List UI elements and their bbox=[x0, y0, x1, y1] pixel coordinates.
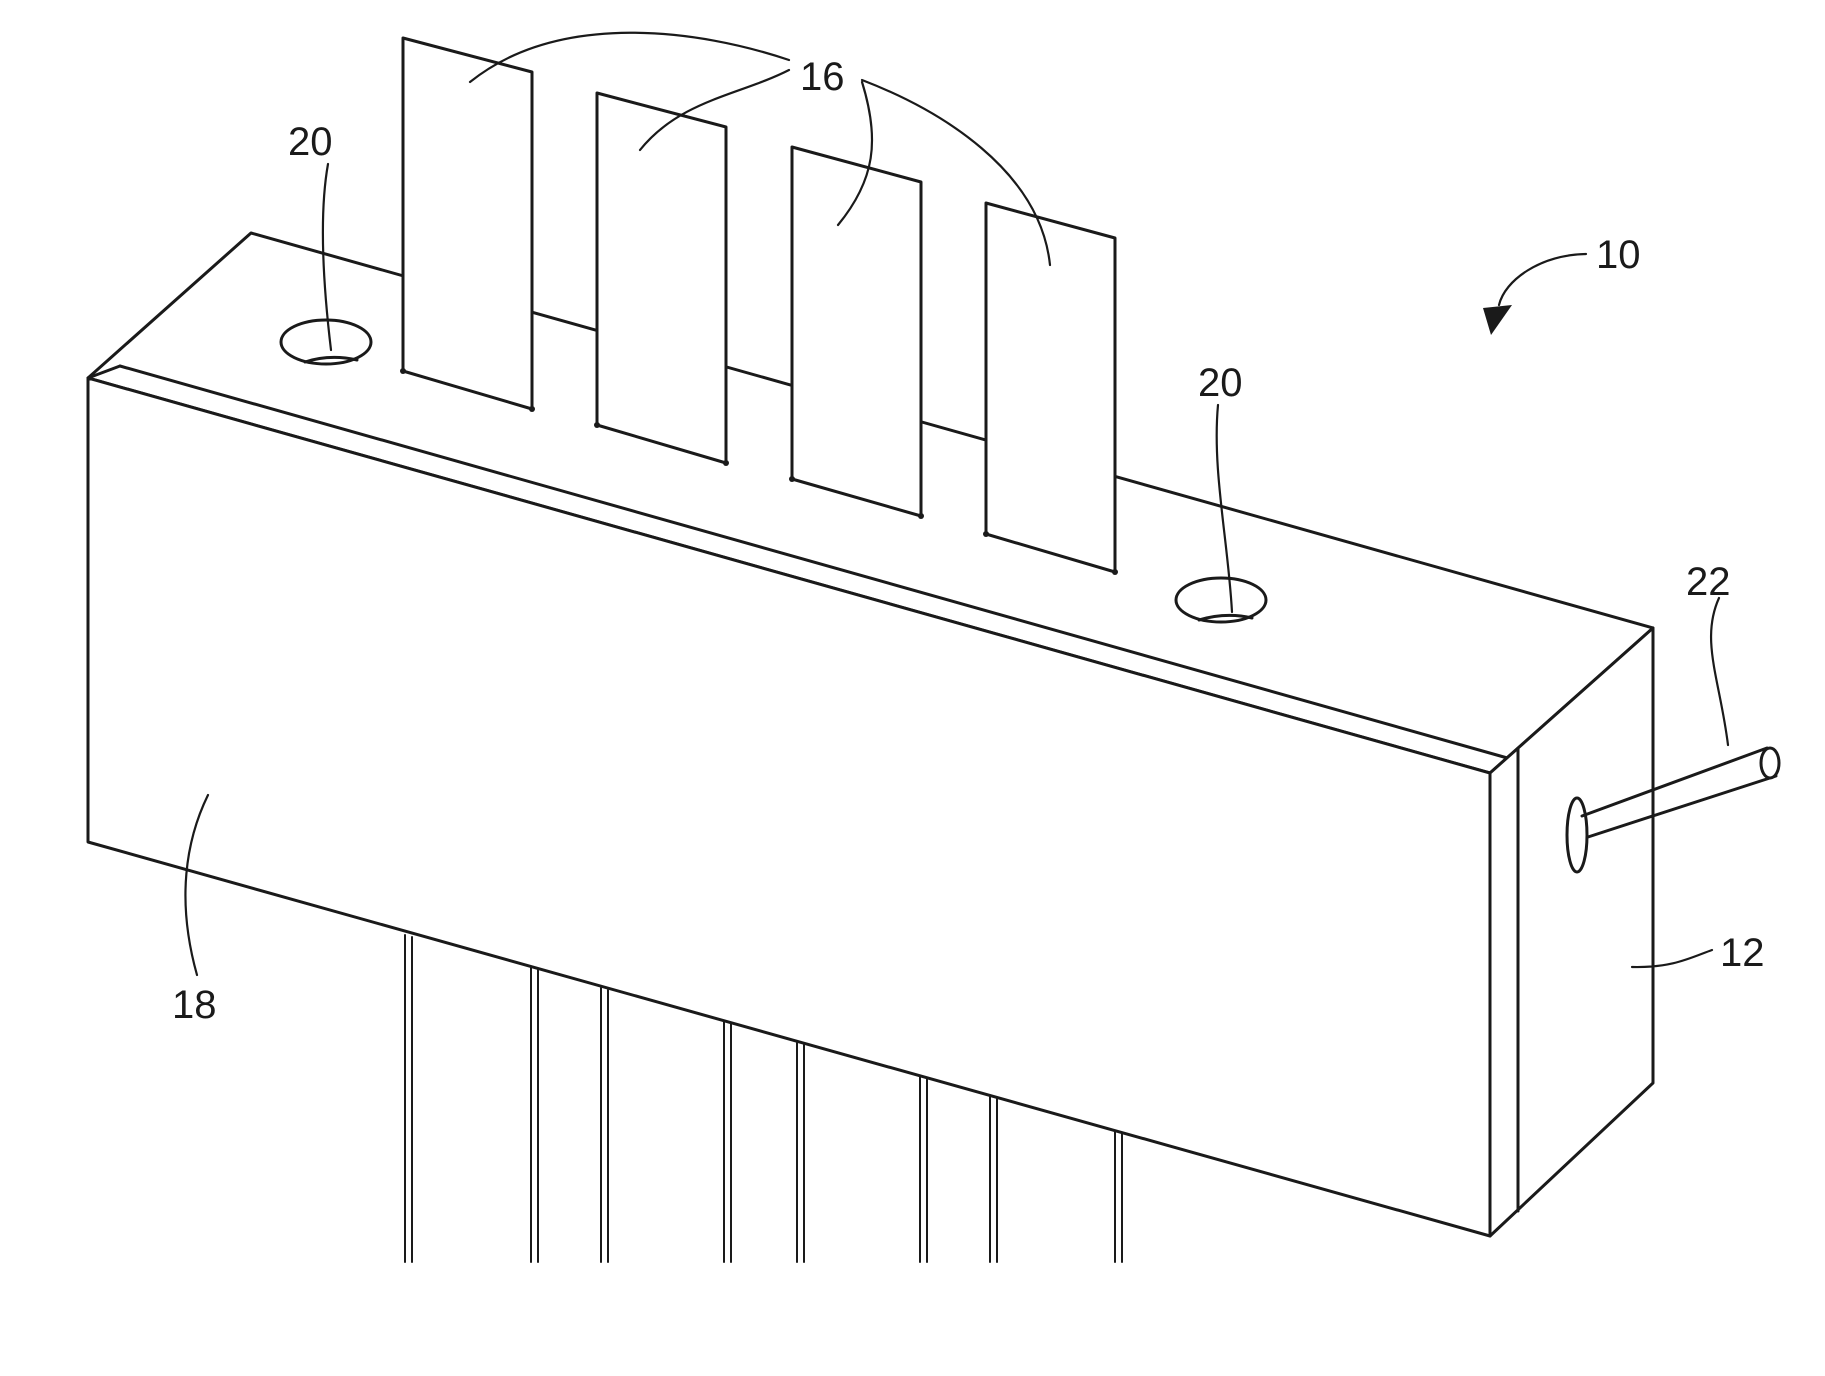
label-20-right: 20 bbox=[1198, 361, 1243, 405]
leader-10-arrowhead bbox=[1483, 305, 1512, 335]
wire-2 bbox=[531, 968, 538, 1262]
plate-3 bbox=[789, 147, 924, 519]
label-18: 18 bbox=[172, 983, 217, 1027]
tube-end bbox=[1761, 748, 1779, 778]
plate-2 bbox=[594, 93, 729, 466]
wire-5 bbox=[797, 1043, 804, 1262]
wire-8 bbox=[1115, 1131, 1122, 1262]
tube-opening bbox=[1567, 798, 1587, 872]
hole-right bbox=[1176, 578, 1266, 622]
label-16: 16 bbox=[800, 55, 845, 99]
wire-1 bbox=[405, 935, 412, 1262]
leader-22 bbox=[1711, 598, 1728, 745]
wire-6 bbox=[920, 1077, 927, 1262]
wire-3 bbox=[601, 988, 608, 1262]
plate-1 bbox=[400, 38, 535, 412]
plate-4 bbox=[983, 203, 1118, 575]
leader-10 bbox=[1499, 254, 1586, 305]
hole-left bbox=[281, 320, 371, 364]
label-10: 10 bbox=[1596, 233, 1641, 277]
label-12: 12 bbox=[1720, 931, 1765, 975]
label-20-left: 20 bbox=[288, 120, 333, 164]
wire-7 bbox=[990, 1097, 997, 1262]
label-22: 22 bbox=[1686, 560, 1731, 604]
wire-4 bbox=[724, 1022, 731, 1262]
